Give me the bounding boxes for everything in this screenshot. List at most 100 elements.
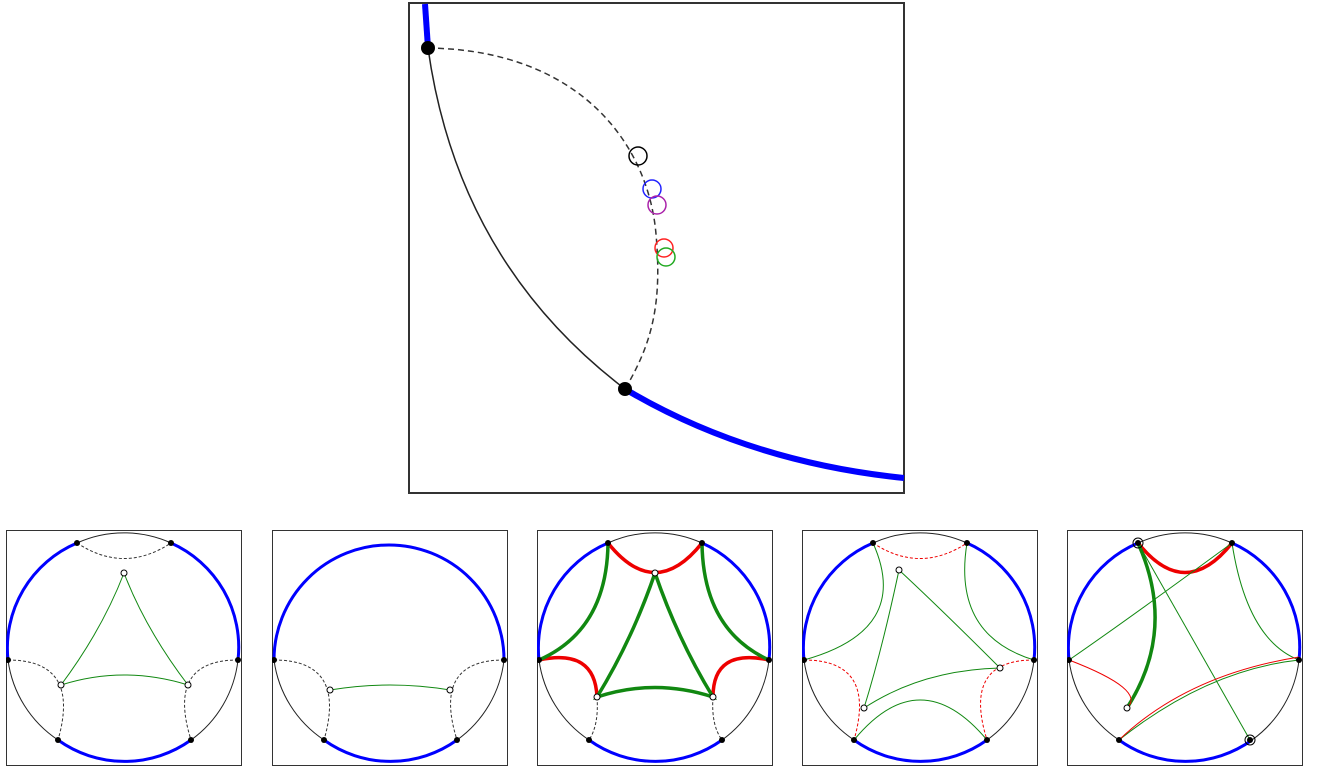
marker-black-circle <box>628 146 648 166</box>
boundary-arc-blue <box>853 738 988 763</box>
small-panel-4-svg <box>802 530 1038 766</box>
boundary-arc-black <box>607 532 703 544</box>
vertex <box>699 540 705 546</box>
red-dashed-arc <box>872 542 968 559</box>
small-panel-2-svg <box>272 530 508 766</box>
geodesic <box>1231 542 1300 661</box>
marker-ring <box>1244 734 1256 746</box>
dashed-arc <box>427 47 659 390</box>
vertex <box>802 657 807 663</box>
frame <box>408 2 905 494</box>
boundary-arc-black <box>721 659 770 741</box>
marker-open <box>57 681 65 689</box>
geodesic-triangle <box>59 572 190 686</box>
vertex <box>6 657 11 663</box>
marker-green-circle <box>656 247 676 267</box>
boundary-arc-blue <box>170 541 241 661</box>
frame <box>272 530 508 766</box>
vertex <box>55 737 61 743</box>
marker-open <box>120 569 128 577</box>
vertex <box>1296 657 1302 663</box>
vertex <box>235 657 241 663</box>
boundary-arc-blue <box>1231 541 1302 661</box>
zoomed-detail-panel <box>408 2 905 494</box>
boundary-arc-blue <box>802 541 874 661</box>
marker-open <box>860 704 868 712</box>
geodesic <box>329 684 451 691</box>
vertex <box>766 657 772 663</box>
boundary-arc-black <box>456 659 505 741</box>
geodesic <box>853 699 988 741</box>
green-edge <box>538 542 610 662</box>
marker-open <box>709 693 717 701</box>
boundary-arc-black <box>803 659 855 741</box>
frame <box>802 530 1038 766</box>
marker-purple-circle <box>647 195 667 215</box>
vertex <box>870 540 876 546</box>
red-dashed-arc <box>803 659 860 741</box>
boundary-arc-blue-top <box>422 3 431 49</box>
marker-open <box>895 566 903 574</box>
red-geodesic <box>1118 656 1300 741</box>
vertex <box>1116 737 1122 743</box>
vertex <box>1031 657 1037 663</box>
marker-red-circle <box>654 238 674 258</box>
marker-open <box>996 664 1004 672</box>
boundary-arc-blue <box>537 541 609 661</box>
boundary-arc-black <box>427 47 626 390</box>
vertex <box>272 657 277 663</box>
boundary-arc-black <box>190 659 239 741</box>
red-edge <box>711 655 770 698</box>
vertex <box>537 657 542 663</box>
dashed-arc <box>712 696 723 741</box>
geodesic <box>1137 542 1251 741</box>
small-panel-5 <box>1067 530 1303 766</box>
geodesic <box>964 542 1035 661</box>
boundary-arc-black <box>273 659 325 741</box>
boundary-arc-black <box>1251 659 1300 741</box>
small-panel-2 <box>272 530 508 766</box>
green-edge <box>700 542 770 662</box>
small-panel-1 <box>6 530 242 766</box>
vertex <box>168 540 174 546</box>
vertex <box>1247 737 1253 743</box>
marker-open <box>651 569 659 577</box>
marker-ring <box>1132 537 1144 549</box>
dashed-arc <box>273 659 330 741</box>
vertex <box>605 540 611 546</box>
vertex <box>188 737 194 743</box>
boundary-arc-black <box>538 659 590 741</box>
geodesic <box>1068 542 1233 661</box>
green-triangle <box>593 572 717 701</box>
boundary-arc-blue-bottom <box>623 386 905 481</box>
vertex <box>1067 657 1072 663</box>
boundary-arc-black <box>872 532 968 544</box>
dashed-arc <box>588 696 598 741</box>
marker-open <box>593 693 601 701</box>
small-panel-3 <box>537 530 773 766</box>
vertex <box>586 737 592 743</box>
boundary-arc-blue <box>57 738 192 763</box>
vertex <box>964 540 970 546</box>
vertex-top <box>421 41 435 55</box>
boundary-arc-black <box>1068 659 1120 741</box>
green-edge-thick <box>1125 542 1157 709</box>
small-panel-4 <box>802 530 1038 766</box>
marker-open <box>1123 704 1131 712</box>
boundary-arc-blue <box>323 738 458 763</box>
boundary-arc-blue <box>1118 738 1253 763</box>
geodesic <box>803 542 884 661</box>
small-panel-1-svg <box>6 530 242 766</box>
marker-open <box>446 686 454 694</box>
red-edge <box>1136 541 1234 575</box>
dashed-arc <box>7 659 64 741</box>
dashed-arc <box>76 542 172 559</box>
vertex-bottom <box>618 382 632 396</box>
red-geodesic <box>1068 659 1132 709</box>
vertex <box>984 737 990 743</box>
boundary-arc-black <box>1137 532 1233 544</box>
boundary-arc-blue <box>701 541 772 661</box>
vertex <box>74 540 80 546</box>
boundary-arc-blue <box>272 543 506 661</box>
marker-open <box>326 686 334 694</box>
